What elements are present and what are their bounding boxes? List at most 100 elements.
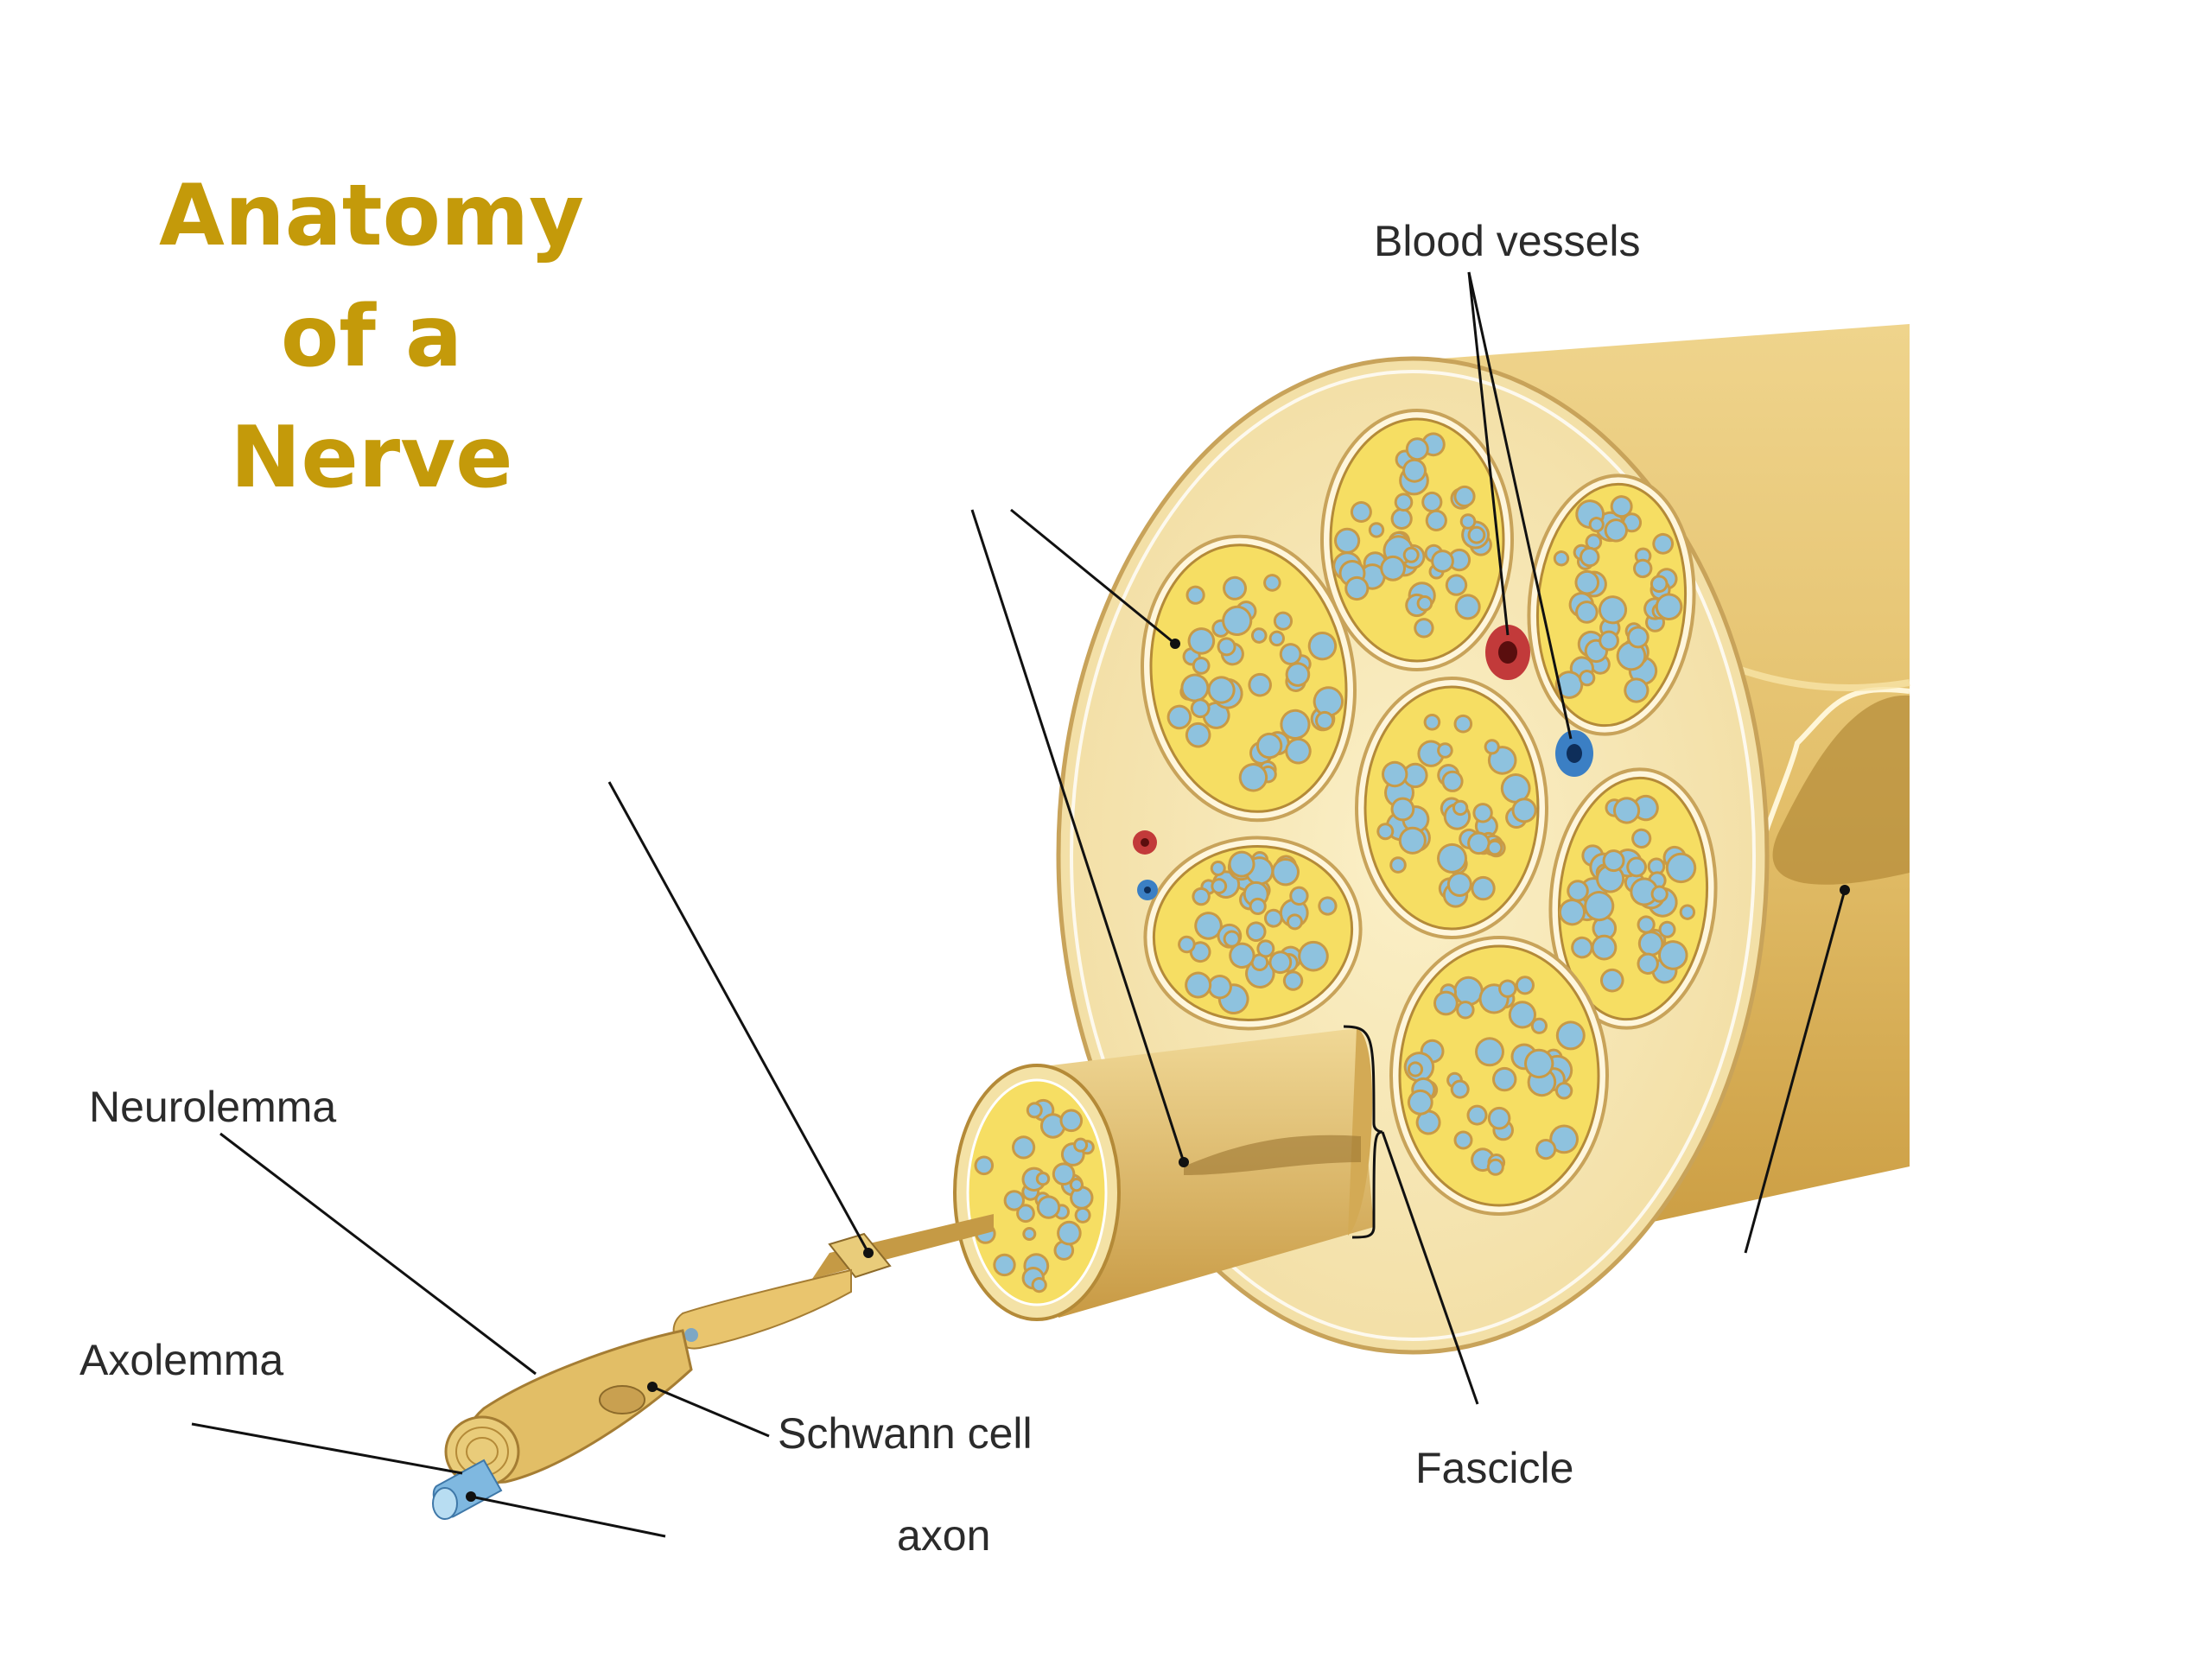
artery-icon xyxy=(1485,625,1530,680)
axon-dot xyxy=(1169,707,1190,728)
axon-dot xyxy=(1419,598,1431,609)
axon-dot xyxy=(1605,852,1623,870)
axon-dot xyxy=(1275,613,1291,628)
axon-dot xyxy=(1266,911,1281,925)
fascicle xyxy=(1389,936,1609,1216)
label-axon: axon xyxy=(897,1511,991,1560)
fascicle xyxy=(1548,767,1718,1030)
axon-dot xyxy=(1626,680,1647,701)
axon-dot xyxy=(1469,1107,1485,1123)
blood-vessel-group xyxy=(1133,625,1593,900)
axon-dot xyxy=(1629,628,1647,646)
axon-dot xyxy=(1187,724,1209,746)
vein-icon xyxy=(1137,880,1158,900)
axon-dot xyxy=(1033,1280,1045,1291)
leader-dots xyxy=(466,639,1850,1502)
axon-dot xyxy=(1039,1198,1058,1217)
axon-dot xyxy=(1271,632,1283,645)
axon-dot xyxy=(1019,1206,1033,1221)
axon-dot xyxy=(1382,557,1403,579)
axon-dot xyxy=(1210,976,1230,997)
axon-dot xyxy=(1183,676,1207,700)
label-fascicle: Fascicle xyxy=(1415,1444,1574,1492)
axon-dot xyxy=(1490,1109,1509,1128)
axon-dot xyxy=(1392,859,1404,871)
axon-dot xyxy=(1637,550,1649,563)
axon-dot xyxy=(1640,933,1662,954)
axon-dot xyxy=(1510,1003,1534,1027)
axon-dot xyxy=(1405,765,1426,786)
axon-dot xyxy=(1014,1138,1033,1157)
axon-dot xyxy=(1028,1104,1040,1116)
axon-dot xyxy=(1456,978,1481,1004)
axon-dot xyxy=(1450,550,1469,569)
axon-dot xyxy=(1538,1141,1554,1158)
label-schwann-cell: Schwann cell xyxy=(778,1409,1033,1458)
axon-dot xyxy=(1582,549,1598,565)
axon-dot xyxy=(1602,970,1622,990)
axon-dot xyxy=(1629,859,1645,875)
axon-dot xyxy=(1250,675,1269,695)
axon-dot xyxy=(1586,893,1612,919)
axon-dot xyxy=(1396,495,1411,509)
axon-dot xyxy=(1433,552,1452,570)
axon-dot xyxy=(1418,1112,1439,1133)
axon-dot xyxy=(1077,1209,1089,1221)
axon-dot xyxy=(1558,1023,1583,1048)
axon-dot xyxy=(1416,620,1432,636)
fascicle xyxy=(1320,409,1514,671)
axon-dot xyxy=(1578,603,1596,621)
axon-dot xyxy=(1444,772,1461,790)
axon-dot xyxy=(1533,1020,1545,1032)
axon-dot xyxy=(1409,1091,1431,1113)
axon-dot xyxy=(1194,889,1208,904)
axon-dot xyxy=(1315,689,1342,715)
axon-dot xyxy=(1660,943,1686,968)
axon-dot xyxy=(1317,713,1332,728)
axon-dot xyxy=(1591,519,1602,531)
fascicle-group xyxy=(1141,409,1718,1216)
axon-dot xyxy=(1557,673,1581,696)
axon-dot xyxy=(1213,880,1225,892)
title-line-2: of a xyxy=(280,288,463,386)
axon-dot xyxy=(1555,553,1567,564)
label-axolemma: Axolemma xyxy=(79,1336,284,1384)
axon-dot xyxy=(1059,1223,1079,1243)
axon-dot xyxy=(1393,510,1410,528)
axon-dot xyxy=(1288,916,1300,928)
axon-dot xyxy=(1490,748,1515,772)
axon-dot xyxy=(1652,577,1666,591)
axon-dot xyxy=(1038,1174,1048,1184)
axon-dot xyxy=(1624,515,1640,531)
axon-dot xyxy=(1282,711,1308,738)
axon-dot xyxy=(1456,1133,1471,1147)
axon-dot xyxy=(1281,645,1300,663)
axon-dot xyxy=(1447,576,1465,594)
axon-dot xyxy=(1639,918,1653,931)
axon-dot xyxy=(1489,842,1501,854)
fascicle xyxy=(1527,474,1696,736)
axon-dot xyxy=(1266,576,1279,589)
axon-dot xyxy=(1593,937,1615,958)
axon-dot xyxy=(1440,845,1465,871)
diagram-title: Anatomy of a Nerve xyxy=(156,156,588,518)
axon-dot xyxy=(1456,487,1473,505)
axon-dot xyxy=(1459,1003,1472,1017)
axon-dot xyxy=(1006,1192,1023,1209)
axon-dot xyxy=(1409,1064,1421,1075)
axon-dot xyxy=(1587,536,1600,549)
axon-dot xyxy=(1320,899,1335,913)
artery-icon xyxy=(1133,830,1157,855)
axon-dot xyxy=(1470,834,1488,853)
axon-dot xyxy=(1025,1230,1034,1238)
axon-dot xyxy=(1601,632,1617,649)
axon-dot xyxy=(1454,802,1466,814)
axon-dot xyxy=(1599,867,1623,891)
axon-dot xyxy=(1405,549,1417,561)
axon-dot xyxy=(1569,882,1586,899)
axon-dot xyxy=(1337,530,1358,551)
axon-dot xyxy=(1379,825,1392,838)
axon-dot xyxy=(1470,528,1484,542)
axon-dot xyxy=(1287,664,1308,684)
